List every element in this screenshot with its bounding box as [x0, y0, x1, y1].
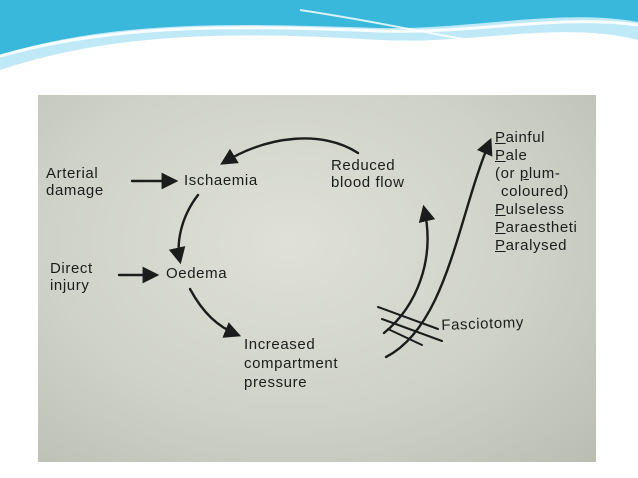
signs-list: Painful Pale (or plum- coloured) Pulsele…: [495, 129, 577, 255]
node-direct-injury: Direct injury: [50, 260, 93, 294]
arrow-oedema-to-pressure: [188, 287, 242, 338]
sign-coloured: coloured): [501, 183, 569, 200]
sign-paralysed: Paralysed: [495, 237, 568, 254]
node-fasciotomy: Fasciotomy: [441, 314, 525, 334]
sign-painful: Painful: [495, 129, 546, 146]
header-wave-decoration: [0, 0, 638, 70]
arrow-ischaemia-to-oedema: [168, 193, 200, 265]
diagram-arrows: [117, 137, 493, 359]
node-increased-compartment-pressure: Increased compartment pressure: [244, 336, 339, 391]
node-oedema: Oedema: [166, 265, 228, 282]
arrow-pressure-to-signs: [384, 137, 493, 359]
node-arterial-damage: Arterial damage: [46, 165, 104, 199]
fasciotomy-cut-mark: [381, 318, 443, 342]
fasciotomy-cut-mark: [387, 328, 423, 346]
sign-pulseless: Pulseless: [495, 201, 565, 218]
arrow-bloodflow-to-ischaemia: [220, 137, 360, 165]
fasciotomy-cut-mark: [377, 306, 439, 330]
sign-plum: (or plum-: [495, 165, 561, 182]
diagram-photo: Arterial damage Ischaemia Reduced blood …: [38, 95, 596, 462]
sign-paraesthetic: Paraestheti: [495, 219, 578, 236]
sign-pale: Pale: [495, 147, 528, 164]
arrow-pressure-to-bloodflow: [382, 204, 436, 335]
node-ischaemia: Ischaemia: [184, 172, 258, 189]
node-reduced-blood-flow: Reduced blood flow: [331, 157, 405, 191]
